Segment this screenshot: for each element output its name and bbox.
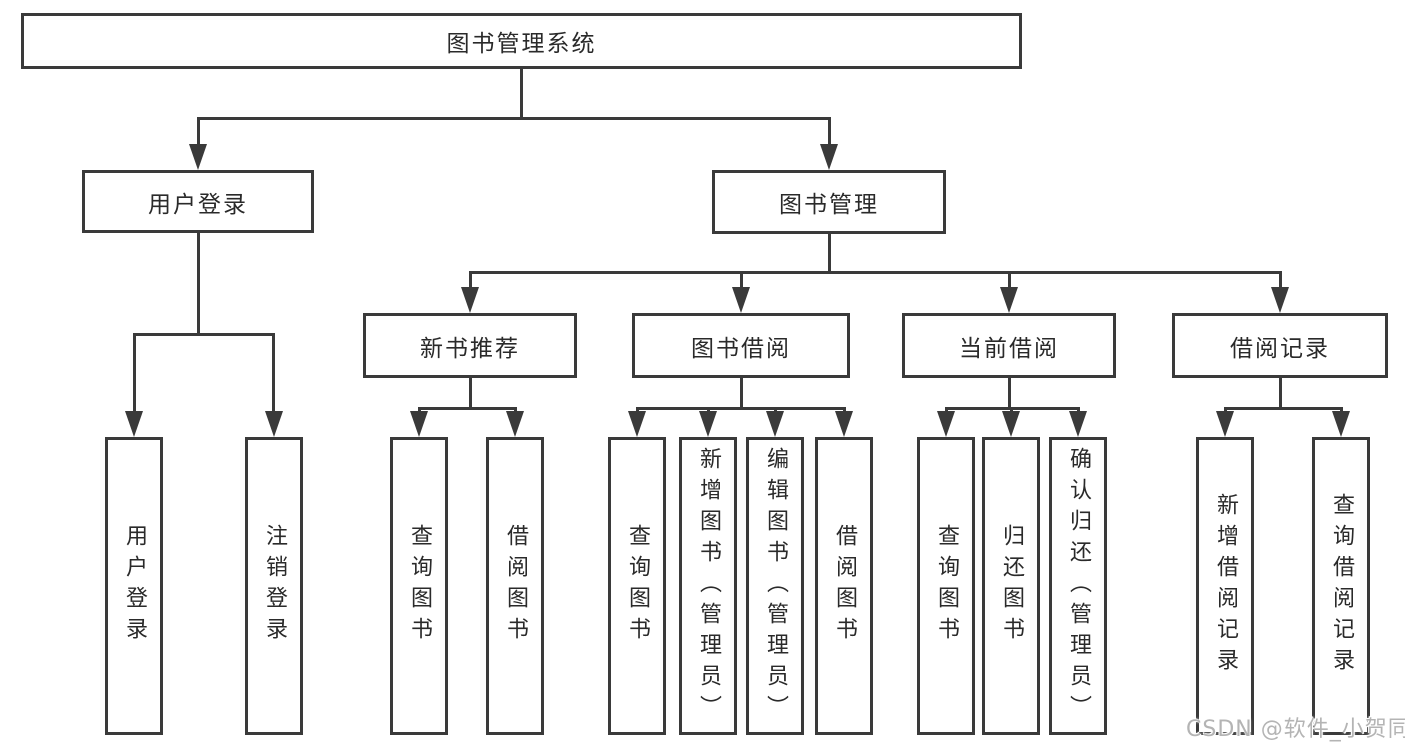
arrow-down-icon (732, 287, 750, 313)
connector-line (133, 334, 136, 412)
leaf-label: 借阅图书 (503, 524, 528, 648)
connector-line (707, 407, 710, 413)
leaf-label: 归还图书 (999, 524, 1024, 648)
connector-line (774, 407, 777, 413)
arrow-down-icon (820, 144, 838, 170)
connector-line (469, 378, 472, 408)
node-label: 新书推荐 (420, 335, 520, 362)
node-label: 图书管理 (779, 192, 879, 218)
node-label: 借阅记录 (1230, 335, 1330, 362)
connector-line (272, 334, 275, 412)
leaf-add-borrow-record: 新增借阅记录 (1196, 437, 1254, 735)
node-new-book-recommend: 新书推荐 (363, 313, 577, 378)
arrow-down-icon (125, 411, 143, 437)
leaf-label: 查询图书 (407, 524, 432, 648)
connector-line (1340, 407, 1343, 413)
leaf-label: 注销登录 (262, 524, 287, 648)
arrow-down-icon (1216, 411, 1234, 437)
node-root-library-system: 图书管理系统 (21, 13, 1022, 69)
connector-line (828, 234, 831, 272)
connector-line (133, 333, 275, 336)
connector-line (469, 272, 472, 288)
arrow-down-icon (699, 411, 717, 437)
connector-line (1224, 407, 1227, 413)
connector-line (740, 272, 743, 288)
node-current-borrow: 当前借阅 (902, 313, 1116, 378)
node-label: 图书管理系统 (446, 31, 597, 57)
node-label: 图书借阅 (691, 335, 791, 362)
leaf-label: 编辑图书（管理员） (763, 446, 788, 726)
arrow-down-icon (1002, 411, 1020, 437)
connector-line (1008, 378, 1011, 408)
arrow-down-icon (1271, 287, 1289, 313)
connector-line (636, 407, 846, 410)
node-book-management: 图书管理 (712, 170, 946, 234)
connector-line (197, 233, 200, 334)
arrow-down-icon (265, 411, 283, 437)
connector-line (740, 378, 743, 408)
arrow-down-icon (189, 144, 207, 170)
arrow-down-icon (937, 411, 955, 437)
leaf-user-login: 用户登录 (105, 437, 163, 735)
connector-line (1010, 407, 1013, 413)
arrow-down-icon (1332, 411, 1350, 437)
connector-line (828, 117, 831, 146)
arrow-down-icon (506, 411, 524, 437)
connector-line (418, 407, 421, 413)
connector-line (469, 271, 1282, 274)
arrow-down-icon (628, 411, 646, 437)
arrow-down-icon (1000, 287, 1018, 313)
connector-line (418, 407, 517, 410)
csdn-watermark: CSDN @软件_小贺同学 (1186, 717, 1405, 742)
node-borrow-records: 借阅记录 (1172, 313, 1388, 378)
leaf-borrow-books: 借阅图书 (815, 437, 873, 735)
arrow-down-icon (461, 287, 479, 313)
connector-line (1077, 407, 1080, 413)
leaf-label: 确认归还（管理员） (1066, 446, 1091, 726)
leaf-label: 查询图书 (934, 524, 959, 648)
node-label: 当前借阅 (959, 335, 1059, 362)
connector-line (514, 407, 517, 413)
leaf-borrow-books-recommend: 借阅图书 (486, 437, 544, 735)
arrow-down-icon (410, 411, 428, 437)
leaf-query-books-recommend: 查询图书 (390, 437, 448, 735)
leaf-query-books-current: 查询图书 (917, 437, 975, 735)
leaf-label: 借阅图书 (832, 524, 857, 648)
connector-line (636, 407, 639, 413)
connector-line (945, 407, 948, 413)
node-book-borrow: 图书借阅 (632, 313, 850, 378)
leaf-edit-books-admin: 编辑图书（管理员） (746, 437, 804, 735)
connector-line (197, 117, 200, 146)
arrow-down-icon (1069, 411, 1087, 437)
leaf-query-books-borrow: 查询图书 (608, 437, 666, 735)
node-label: 用户登录 (148, 191, 248, 218)
arrow-down-icon (835, 411, 853, 437)
connector-line (1224, 407, 1343, 410)
connector-line (197, 117, 831, 120)
connector-line (843, 407, 846, 413)
leaf-label: 查询借阅记录 (1329, 493, 1354, 679)
arrow-down-icon (766, 411, 784, 437)
leaf-label: 查询图书 (625, 524, 650, 648)
leaf-query-borrow-record: 查询借阅记录 (1312, 437, 1370, 735)
leaf-logout: 注销登录 (245, 437, 303, 735)
node-user-login: 用户登录 (82, 170, 314, 233)
leaf-label: 新增图书（管理员） (696, 446, 721, 726)
connector-line (1008, 272, 1011, 288)
connector-line (520, 69, 523, 117)
connector-line (1279, 378, 1282, 408)
leaf-confirm-return-admin: 确认归还（管理员） (1049, 437, 1107, 735)
leaf-label: 用户登录 (122, 524, 147, 648)
leaf-return-books: 归还图书 (982, 437, 1040, 735)
leaf-label: 新增借阅记录 (1213, 493, 1238, 679)
leaf-add-books-admin: 新增图书（管理员） (679, 437, 737, 735)
connector-line (1279, 272, 1282, 288)
